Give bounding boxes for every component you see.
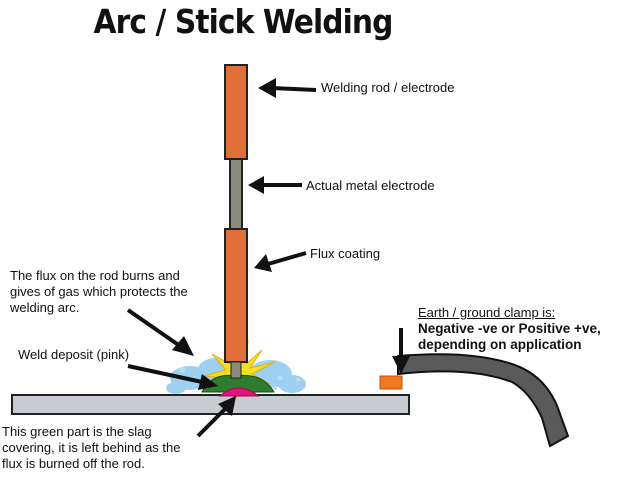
label-earth-title: Earth / ground clamp is: [418, 305, 556, 320]
earth-clamp [379, 375, 403, 390]
label-earth-detail: Negative -ve or Positive +ve, depending … [418, 321, 601, 352]
metal-core [229, 158, 243, 230]
rod-tip [230, 361, 242, 379]
label-weld-deposit: Weld deposit (pink) [18, 347, 130, 362]
flux-coating-segment [224, 228, 248, 363]
label-flux-burn: The flux on the rod burns and gives of g… [10, 268, 188, 315]
rod-top-segment [224, 64, 248, 160]
label-flux-coating: Flux coating [310, 246, 381, 261]
label-metal-electrode: Actual metal electrode [306, 178, 435, 193]
diagram-title: Arc / Stick Welding [93, 2, 393, 41]
label-welding-rod: Welding rod / electrode [321, 80, 455, 95]
weld-deposit [218, 387, 260, 397]
pointer-arrows [126, 78, 410, 438]
workpiece-plate [11, 394, 410, 415]
earth-cable [397, 353, 570, 448]
label-slag: This green part is the slag covering, it… [2, 424, 181, 471]
